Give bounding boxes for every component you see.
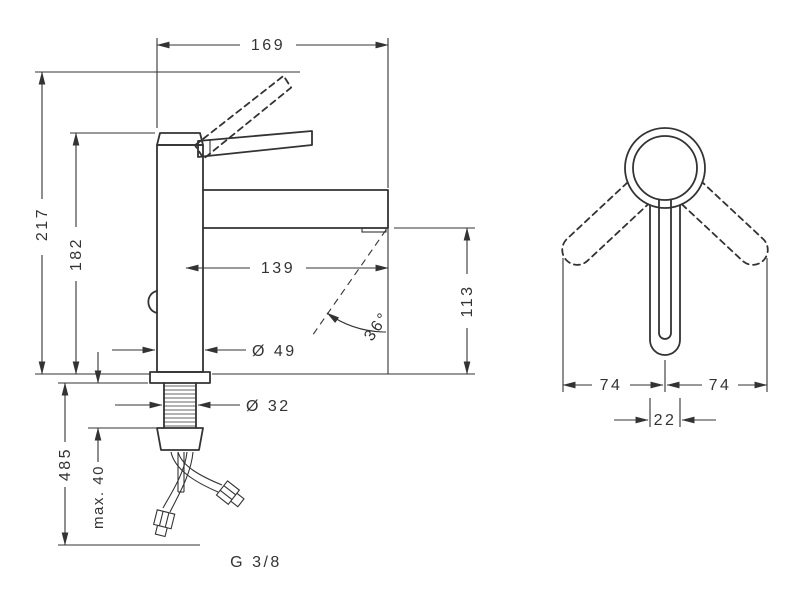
dim-label-36deg: 36° bbox=[361, 309, 393, 345]
faucet-body bbox=[156, 144, 204, 373]
top-view bbox=[561, 127, 769, 356]
dimension-22: 22 bbox=[614, 398, 716, 429]
dimension-74-left: 74 bbox=[562, 377, 664, 394]
dimension-dia32: Ø 32 bbox=[115, 398, 291, 415]
supply-hoses bbox=[162, 451, 223, 513]
dimension-182: 182 bbox=[68, 132, 155, 375]
dimension-169: 169 bbox=[156, 37, 389, 188]
dimension-485: 485 bbox=[57, 382, 200, 546]
handle-base-outer bbox=[624, 127, 706, 209]
dim-label-113: 113 bbox=[459, 284, 476, 317]
dim-label-dia32: Ø 32 bbox=[246, 398, 291, 415]
dim-label-max40: max. 40 bbox=[90, 465, 107, 529]
dimension-max40: max. 40 bbox=[88, 352, 158, 529]
faucet-lever-raised-dashed bbox=[194, 74, 293, 160]
handle-swing-left-dashed bbox=[561, 181, 650, 266]
dim-label-dia49: Ø 49 bbox=[252, 343, 297, 360]
dim-label-22: 22 bbox=[654, 412, 677, 429]
dimension-113: 113 bbox=[212, 227, 476, 375]
popup-rod-hook bbox=[147, 290, 158, 314]
dimensions-side: 169 217 182 139 11 bbox=[34, 37, 476, 571]
hose-connector-left bbox=[152, 509, 176, 538]
dim-label-139: 139 bbox=[261, 260, 295, 277]
dimension-217: 217 bbox=[34, 71, 300, 375]
dimensions-top: 74 74 22 bbox=[562, 258, 768, 429]
dim-label-217: 217 bbox=[34, 207, 51, 241]
hose-connector-right bbox=[215, 480, 245, 508]
threaded-shank bbox=[163, 382, 197, 429]
dim-label-thread: G 3/8 bbox=[230, 554, 282, 571]
dim-label-74-left: 74 bbox=[600, 377, 623, 394]
handle-lever-top bbox=[649, 199, 681, 356]
dim-label-485: 485 bbox=[57, 447, 74, 481]
handle-swing-right-dashed bbox=[680, 181, 769, 266]
side-view bbox=[147, 74, 389, 538]
stream-angle bbox=[311, 229, 387, 337]
handle-base-inner bbox=[632, 135, 698, 201]
dim-label-169: 169 bbox=[251, 37, 285, 54]
dimension-74-right: 74 bbox=[666, 377, 768, 394]
dimension-139: 139 bbox=[185, 228, 389, 374]
mounting-nut bbox=[156, 427, 204, 451]
base-plate bbox=[149, 371, 211, 384]
faucet-lever bbox=[197, 130, 313, 158]
dimension-dia49: Ø 49 bbox=[112, 343, 297, 360]
faucet-spout bbox=[202, 189, 389, 233]
dim-label-182: 182 bbox=[68, 237, 85, 271]
faucet-cap bbox=[156, 132, 204, 146]
dim-label-74-right: 74 bbox=[709, 377, 732, 394]
